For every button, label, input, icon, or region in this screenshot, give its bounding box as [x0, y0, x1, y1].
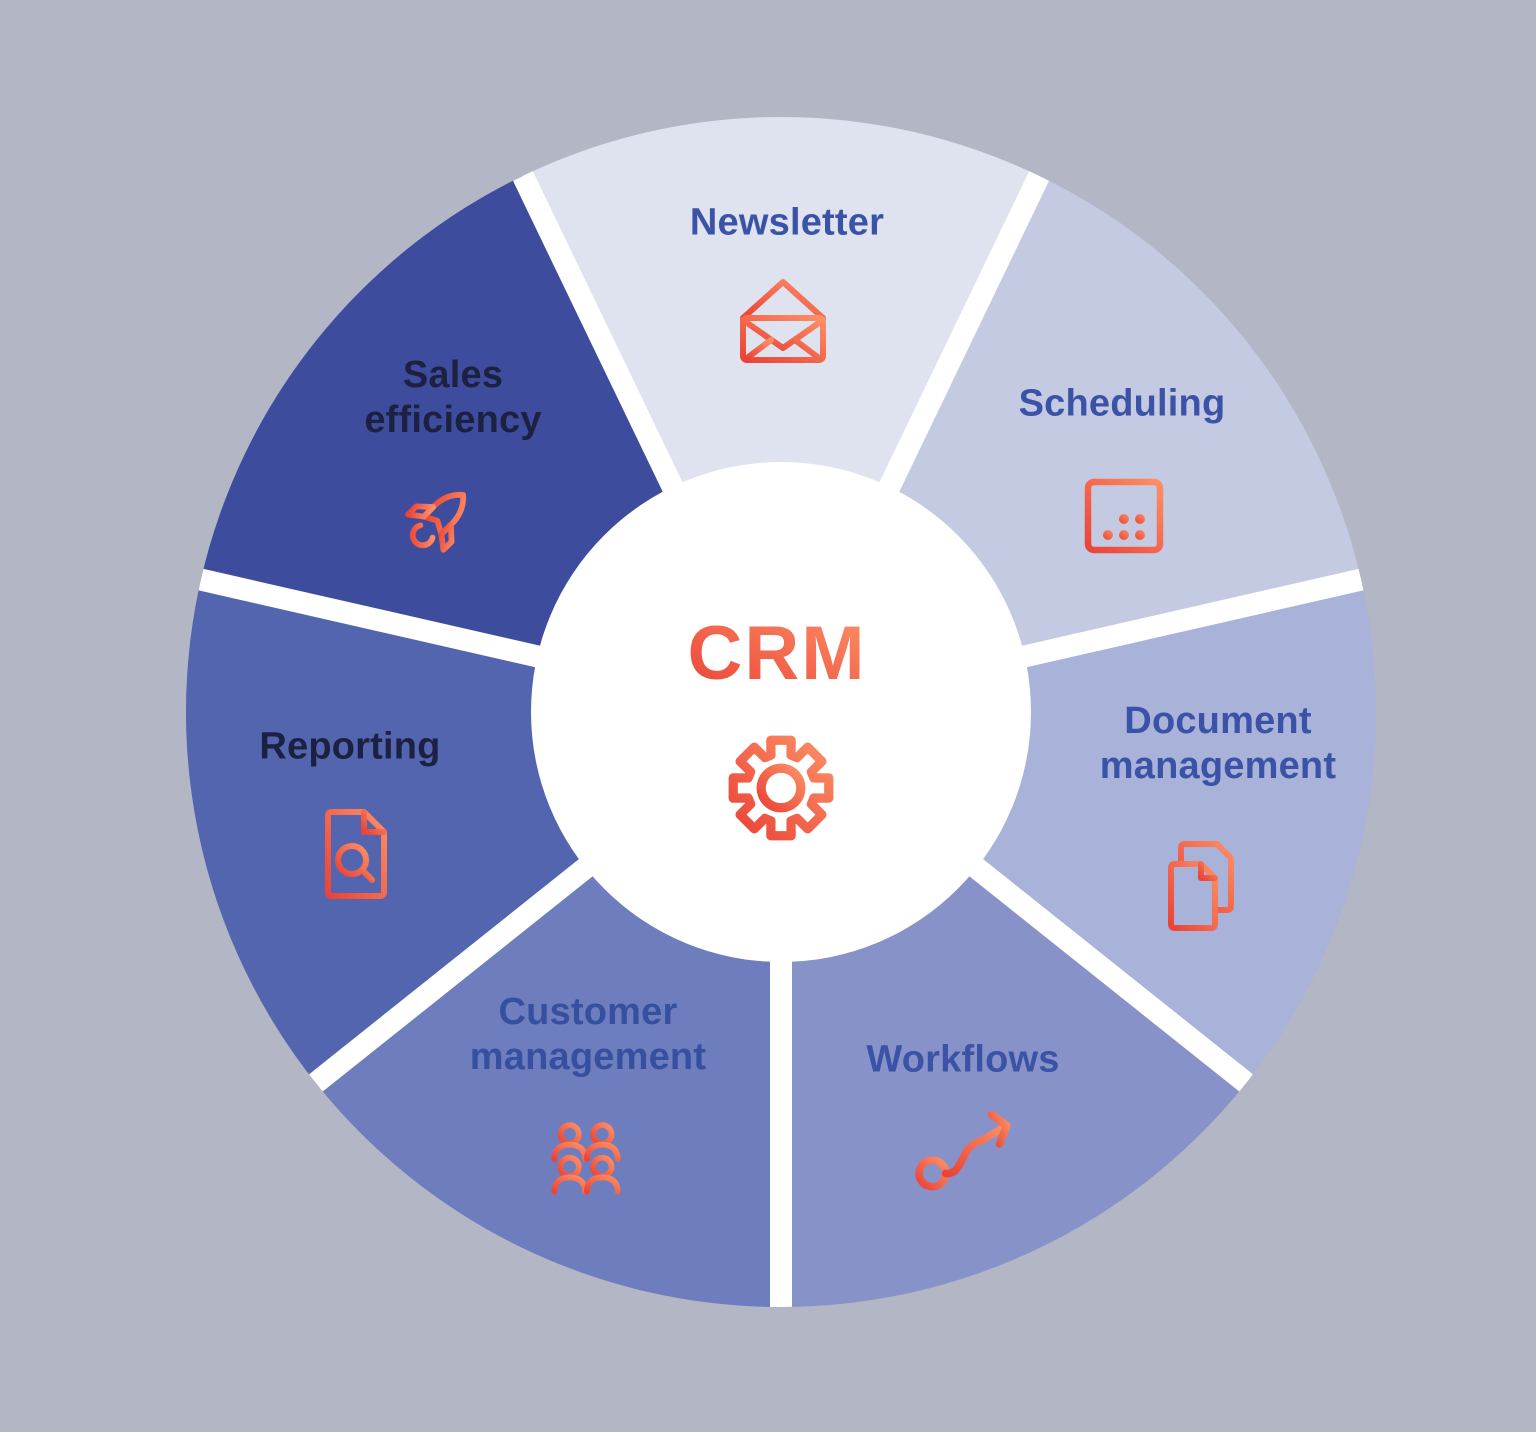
documents-icon [1168, 841, 1234, 931]
label-reporting: Reporting [259, 725, 441, 768]
people-icon [551, 1122, 621, 1195]
label-newsletter: Newsletter [689, 201, 885, 244]
segment-newsletter [522, 116, 1040, 712]
label-customer-management: Customer management [469, 991, 707, 1078]
calendar-icon [1084, 470, 1164, 554]
crm-title: CRM [687, 611, 866, 696]
label-sales-efficiency: Sales efficiency [364, 354, 542, 441]
envelope-icon [740, 279, 826, 363]
workflow-arrow-icon [915, 1110, 1011, 1191]
report-search-icon [325, 809, 387, 899]
label-workflows: Workflows [866, 1038, 1060, 1081]
rocket-icon [405, 491, 466, 553]
center-circle [531, 462, 1031, 962]
label-scheduling: Scheduling [1018, 382, 1226, 425]
label-document-management: Document management [1099, 700, 1337, 787]
gear-icon [728, 735, 834, 841]
